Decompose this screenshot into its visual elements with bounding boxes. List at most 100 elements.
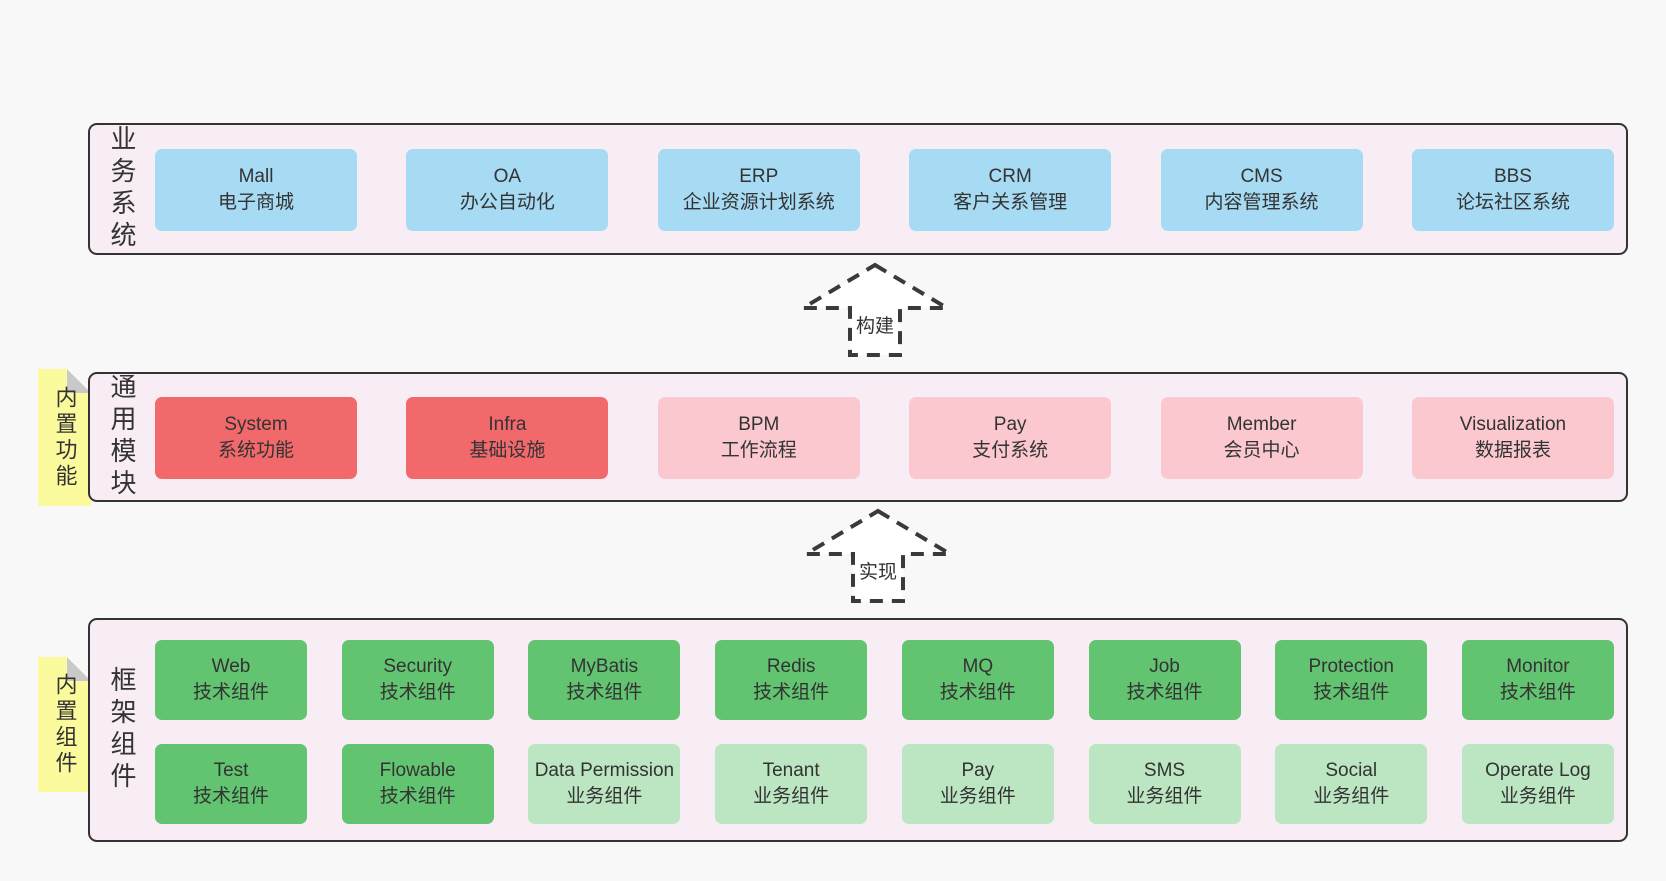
node-name-zh: 企业资源计划系统 bbox=[682, 192, 835, 213]
node-name-zh: 技术组件 bbox=[939, 682, 1016, 703]
node-name-zh: 电子商城 bbox=[217, 192, 294, 213]
layer-label-common-modules: 通用模块 bbox=[107, 373, 137, 501]
node-name-en: Protection bbox=[1308, 656, 1394, 677]
node-name-en: SMS bbox=[1143, 760, 1186, 781]
arrow-label: 实现 bbox=[858, 562, 897, 583]
node-tenant: Tenant 业务组件 bbox=[715, 744, 868, 824]
node-oa: OA 办公自动化 bbox=[406, 149, 609, 231]
node-crm: CRM 客户关系管理 bbox=[909, 149, 1112, 231]
node-name-en: BBS bbox=[1493, 166, 1532, 187]
node-name-en: MQ bbox=[962, 656, 994, 677]
arrow-label: 构建 bbox=[855, 316, 894, 337]
layer-label-business-systems: 业务系统 bbox=[107, 125, 137, 253]
node-name-zh: 技术组件 bbox=[1313, 682, 1390, 703]
node-protection: Protection 技术组件 bbox=[1275, 640, 1428, 720]
node-infra: Infra 基础设施 bbox=[406, 397, 609, 479]
node-bpm: BPM 工作流程 bbox=[657, 397, 860, 479]
node-name-en: Visualization bbox=[1459, 414, 1567, 435]
node-name-zh: 技术组件 bbox=[1126, 682, 1203, 703]
node-name-zh: 技术组件 bbox=[566, 682, 643, 703]
note-label: 内置功能 bbox=[52, 385, 78, 490]
node-monitor: Monitor 技术组件 bbox=[1461, 640, 1614, 720]
node-name-en: Tenant bbox=[762, 760, 820, 781]
node-name-en: Security bbox=[383, 656, 453, 677]
dashed-up-arrow-icon: 构建 bbox=[800, 262, 950, 358]
node-name-zh: 支付系统 bbox=[972, 440, 1049, 461]
node-name-en: Pay bbox=[961, 760, 995, 781]
node-social: Social 业务组件 bbox=[1275, 744, 1428, 824]
node-name-zh: 技术组件 bbox=[379, 786, 456, 807]
node-name-en: Test bbox=[213, 760, 249, 781]
layer-label-framework-components: 框架组件 bbox=[107, 666, 137, 794]
dashed-up-arrow-icon: 实现 bbox=[803, 508, 953, 604]
node-name-zh: 基础设施 bbox=[469, 440, 546, 461]
node-mybatis: MyBatis 技术组件 bbox=[528, 640, 681, 720]
node-name-en: Redis bbox=[766, 656, 816, 677]
node-job: Job 技术组件 bbox=[1088, 640, 1241, 720]
node-name-zh: 业务组件 bbox=[939, 786, 1016, 807]
node-name-en: OA bbox=[493, 166, 522, 187]
node-erp: ERP 企业资源计划系统 bbox=[657, 149, 860, 231]
node-name-en: MyBatis bbox=[570, 656, 639, 677]
node-name-en: Operate Log bbox=[1485, 760, 1591, 781]
node-name-en: Mall bbox=[238, 166, 274, 187]
node-mq: MQ 技术组件 bbox=[901, 640, 1054, 720]
node-pay: Pay 业务组件 bbox=[901, 744, 1054, 824]
node-name-en: CRM bbox=[988, 166, 1032, 187]
node-name-zh: 业务组件 bbox=[1126, 786, 1203, 807]
node-bbs: BBS 论坛社区系统 bbox=[1411, 149, 1614, 231]
node-name-zh: 技术组件 bbox=[1499, 682, 1576, 703]
node-mall: Mall 电子商城 bbox=[155, 149, 357, 231]
node-name-en: Social bbox=[1325, 760, 1378, 781]
node-name-en: CMS bbox=[1240, 166, 1283, 187]
layer-common-modules: 通用模块 System 系统功能 Infra 基础设施 BPM 工作流程 Pay 支付系统 Mem… bbox=[88, 372, 1628, 502]
node-cms: CMS 内容管理系统 bbox=[1160, 149, 1363, 231]
note-label: 内置组件 bbox=[52, 672, 78, 777]
node-name-zh: 业务组件 bbox=[753, 786, 830, 807]
node-name-zh: 内容管理系统 bbox=[1204, 192, 1319, 213]
node-name-en: Job bbox=[1149, 656, 1180, 677]
node-security: Security 技术组件 bbox=[341, 640, 494, 720]
box-row: Mall 电子商城 OA 办公自动化 ERP 企业资源计划系统 CRM 客户关系管理 CMS 内容… bbox=[155, 149, 1614, 231]
node-name-zh: 业务组件 bbox=[1313, 786, 1390, 807]
node-name-zh: 客户关系管理 bbox=[953, 192, 1068, 213]
node-name-zh: 技术组件 bbox=[192, 682, 269, 703]
node-name-en: Infra bbox=[488, 414, 527, 435]
node-pay: Pay 支付系统 bbox=[909, 397, 1112, 479]
node-name-zh: 办公自动化 bbox=[459, 192, 555, 213]
node-test: Test 技术组件 bbox=[155, 744, 307, 824]
node-operate-log: Operate Log 业务组件 bbox=[1461, 744, 1614, 824]
node-name-en: Flowable bbox=[379, 760, 456, 781]
node-name-zh: 业务组件 bbox=[1499, 786, 1576, 807]
node-name-en: Monitor bbox=[1506, 656, 1570, 677]
node-redis: Redis 技术组件 bbox=[715, 640, 868, 720]
node-data-permission: Data Permission 业务组件 bbox=[528, 744, 681, 824]
node-sms: SMS 业务组件 bbox=[1088, 744, 1241, 824]
node-name-zh: 技术组件 bbox=[753, 682, 830, 703]
sticky-note-framework-components: 内置组件 bbox=[38, 657, 91, 792]
node-system: System 系统功能 bbox=[155, 397, 357, 479]
node-name-zh: 工作流程 bbox=[720, 440, 797, 461]
node-flowable: Flowable 技术组件 bbox=[341, 744, 494, 824]
node-name-en: Pay bbox=[993, 414, 1027, 435]
node-name-zh: 论坛社区系统 bbox=[1455, 192, 1570, 213]
node-name-zh: 业务组件 bbox=[566, 786, 643, 807]
node-name-zh: 技术组件 bbox=[379, 682, 456, 703]
node-name-zh: 系统功能 bbox=[217, 440, 294, 461]
node-name-en: ERP bbox=[739, 166, 779, 187]
sticky-note-common-modules: 内置功能 bbox=[38, 369, 91, 506]
node-name-en: Member bbox=[1226, 414, 1297, 435]
node-name-zh: 技术组件 bbox=[192, 786, 269, 807]
node-name-en: Data Permission bbox=[534, 760, 675, 781]
node-name-en: BPM bbox=[738, 414, 780, 435]
node-name-en: System bbox=[224, 414, 288, 435]
